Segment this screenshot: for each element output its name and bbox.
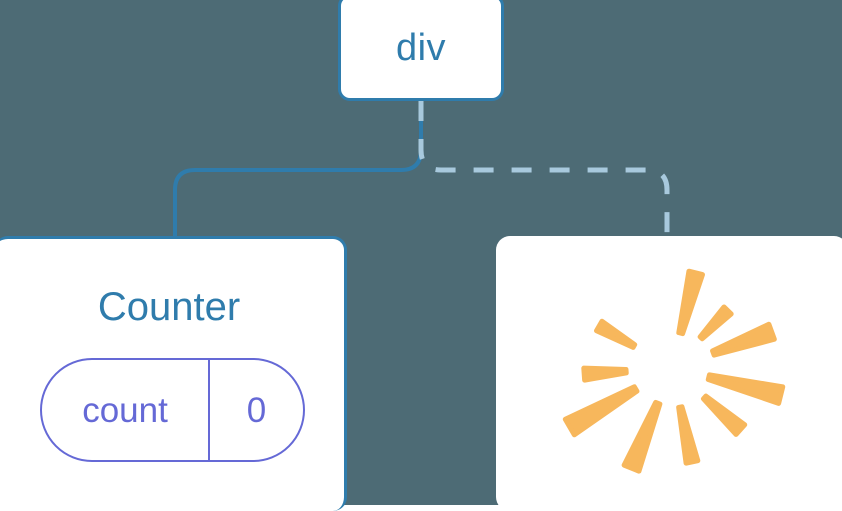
spinner-blade-1 [676,268,705,337]
spinner-blade-8 [562,384,640,438]
spinner-blade-3 [710,321,777,358]
prop-value-label: 0 [246,390,267,430]
spinner-blade-2 [697,304,734,342]
spinner-blade-4 [705,372,786,406]
spinner-blade-7 [621,399,663,474]
spinner-blade-10 [594,318,638,350]
spinner-blade-6 [676,404,701,466]
edge-div-to-loading [418,101,670,240]
prop-value-cell: 0 [210,360,303,460]
node-div[interactable]: div [338,0,504,101]
prop-pill-count[interactable]: count 0 [40,358,305,462]
prop-key-cell: count [42,360,210,460]
node-counter[interactable]: Counter count 0 [0,236,347,511]
node-counter-label: Counter [97,285,241,329]
node-div-label: div [395,26,447,69]
edge-div-to-counter [173,99,423,242]
spinner-blade-9 [581,365,629,383]
prop-key-label: count [82,390,168,430]
node-loading[interactable] [496,236,842,511]
spinner-blade-5 [700,393,748,437]
starburst-spinner-icon [562,268,786,474]
